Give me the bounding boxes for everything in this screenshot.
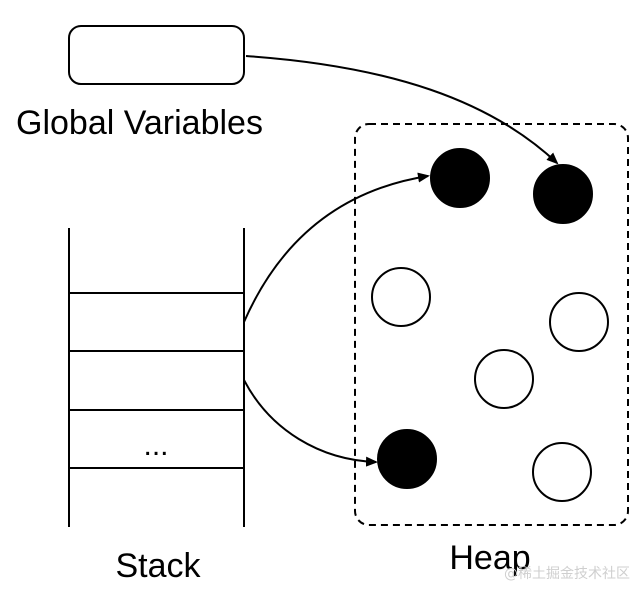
global-variable-box bbox=[68, 25, 245, 85]
heap-region bbox=[354, 123, 629, 526]
reference-arrow-stack-to-heap-bottom bbox=[243, 379, 378, 467]
heap-object-hollow bbox=[371, 267, 431, 327]
stack-label: Stack bbox=[115, 547, 201, 585]
heap-object-hollow bbox=[549, 292, 609, 352]
heap-objects bbox=[371, 148, 609, 502]
reference-arrow-global-to-heap bbox=[245, 55, 559, 165]
heap-label: Heap bbox=[449, 539, 530, 577]
heap-object-filled bbox=[430, 148, 490, 208]
heap-object-hollow bbox=[532, 442, 592, 502]
heap-object-filled bbox=[377, 429, 437, 489]
reference-arrow-stack-to-heap-top bbox=[243, 172, 430, 323]
stack-ellipsis: ... bbox=[143, 429, 168, 462]
heap-object-filled bbox=[533, 164, 593, 224]
heap-object-hollow bbox=[474, 349, 534, 409]
global-variables-label: Global Variables bbox=[16, 104, 263, 142]
stack bbox=[68, 228, 245, 527]
watermark-text: @稀土掘金技术社区 bbox=[504, 566, 630, 582]
